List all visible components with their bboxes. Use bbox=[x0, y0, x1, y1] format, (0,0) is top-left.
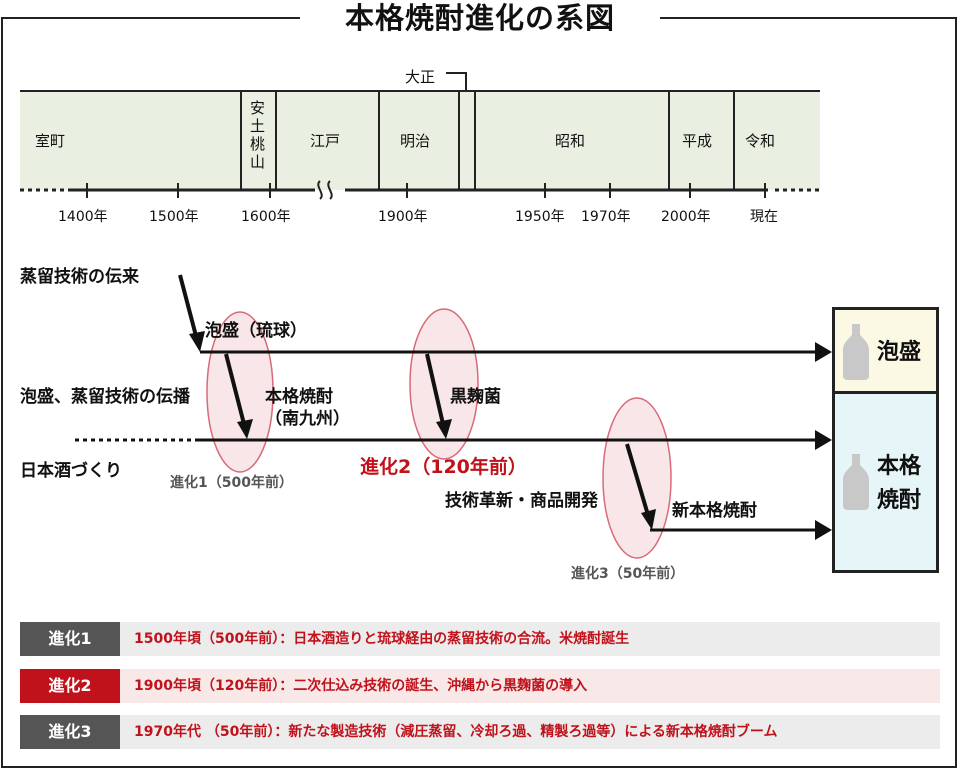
evolution-3-arrow bbox=[625, 443, 650, 516]
tick-label: 現在 bbox=[750, 209, 778, 225]
legend-badge: 進化3 bbox=[20, 715, 120, 749]
era-label-muromachi: 室町 bbox=[35, 132, 66, 150]
evolution-2-arrow bbox=[425, 353, 445, 425]
era-band-heisei bbox=[669, 92, 734, 190]
evolution-2-ellipse bbox=[409, 308, 479, 460]
era-divider bbox=[240, 90, 242, 190]
era-divider bbox=[458, 90, 460, 190]
label-tech-innovation: 技術革新・商品開発 bbox=[445, 491, 598, 511]
era-label-heisei: 平成 bbox=[682, 132, 713, 150]
honkaku-arrowhead bbox=[815, 430, 832, 450]
label-honkaku-2: （南九州） bbox=[265, 409, 350, 429]
tick-label: 1970年 bbox=[581, 209, 631, 225]
era-band-meiji bbox=[379, 92, 459, 190]
bottle-icon bbox=[843, 324, 869, 380]
honkaku-box-label-1: 本格 bbox=[877, 454, 922, 479]
era-band-edo bbox=[276, 92, 379, 190]
new-honkaku-arrowhead bbox=[815, 520, 832, 540]
era-divider bbox=[275, 90, 277, 190]
evolution-1-arrow bbox=[224, 353, 246, 425]
era-label-edo: 江戸 bbox=[310, 132, 341, 150]
label-awamori-spread: 泡盛、蒸留技術の伝播 bbox=[20, 387, 190, 407]
timeline-break-mark bbox=[317, 180, 323, 200]
awamori-arrowhead bbox=[815, 342, 832, 362]
era-band-azuchi bbox=[240, 92, 276, 190]
era-divider bbox=[378, 90, 380, 190]
era-label-azuchi-char: 土 bbox=[250, 117, 266, 135]
tick-label: 2000年 bbox=[661, 209, 711, 225]
tick-label: 1600年 bbox=[241, 209, 291, 225]
label-kurokoji: 黒麹菌 bbox=[450, 387, 501, 407]
tick-label: 1400年 bbox=[58, 209, 108, 225]
legend-row-evolution-1: 進化1 1500年頃（500年前）：日本酒造りと琉球経由の蒸留技術の合流。米焼酎… bbox=[20, 622, 940, 656]
awamori-box: 泡盛 bbox=[832, 307, 939, 394]
era-label-azuchi-char: 山 bbox=[250, 153, 266, 171]
honkaku-box: 本格 焼酎 bbox=[832, 391, 939, 573]
honkaku-box-label-2: 焼酎 bbox=[877, 488, 922, 513]
evolution-2-arrowhead bbox=[436, 419, 452, 439]
distill-intro-arrow bbox=[178, 274, 198, 337]
label-distill-intro: 蒸留技術の伝来 bbox=[20, 267, 139, 287]
label-new-honkaku: 新本格焼酎 bbox=[672, 501, 757, 521]
label-awamori-ryukyu: 泡盛（琉球） bbox=[205, 321, 307, 341]
legend-row-evolution-3: 進化3 1970年代 （50年前）：新たな製造技術（減圧蒸留、冷却ろ過、精製ろ過… bbox=[20, 715, 940, 749]
taisho-leader-line bbox=[446, 72, 467, 90]
era-band-taisho bbox=[459, 92, 475, 190]
legend-badge: 進化2 bbox=[20, 669, 120, 703]
era-label-reiwa: 令和 bbox=[745, 132, 776, 150]
label-evolution-3: 進化3（50年前） bbox=[571, 566, 685, 582]
legend-text: 1500年頃（500年前）：日本酒造りと琉球経由の蒸留技術の合流。米焼酎誕生 bbox=[120, 622, 940, 656]
era-band-showa bbox=[475, 92, 669, 190]
era-label-azuchi-char: 安 bbox=[250, 99, 266, 117]
era-label-meiji: 明治 bbox=[400, 132, 431, 150]
tick-label: 1950年 bbox=[515, 209, 565, 225]
page-title: 本格焼酎進化の系図 bbox=[300, 0, 660, 36]
legend-badge: 進化1 bbox=[20, 622, 120, 656]
awamori-box-label: 泡盛 bbox=[877, 340, 922, 365]
label-evolution-1: 進化1（500年前） bbox=[170, 475, 293, 491]
era-top-border bbox=[20, 90, 820, 92]
era-label-taisho: 大正 bbox=[405, 68, 436, 86]
tick-label: 1900年 bbox=[378, 209, 428, 225]
era-band-reiwa bbox=[734, 92, 820, 190]
label-honkaku-1: 本格焼酎 bbox=[265, 387, 333, 407]
era-label-showa: 昭和 bbox=[555, 132, 586, 150]
timeline-break-mark bbox=[327, 180, 333, 200]
legend-row-evolution-2: 進化2 1900年頃（120年前）：二次仕込み技術の誕生、沖縄から黒麹菌の導入 bbox=[20, 669, 940, 703]
legend-text: 1900年頃（120年前）：二次仕込み技術の誕生、沖縄から黒麹菌の導入 bbox=[120, 669, 940, 703]
era-divider bbox=[668, 90, 670, 190]
label-evolution-2: 進化2（120年前） bbox=[360, 456, 527, 478]
era-label-azuchi: 安 土 桃 山 bbox=[250, 99, 265, 171]
era-label-azuchi-char: 桃 bbox=[250, 135, 266, 153]
evolution-1-arrowhead bbox=[237, 419, 253, 439]
era-band-muromachi bbox=[20, 92, 240, 190]
era-divider bbox=[474, 90, 476, 190]
bottle-icon bbox=[843, 454, 869, 510]
era-divider bbox=[733, 90, 735, 190]
evolution-3-arrowhead bbox=[641, 509, 656, 530]
tick-label: 1500年 bbox=[149, 209, 199, 225]
legend-text: 1970年代 （50年前）：新たな製造技術（減圧蒸留、冷却ろ過、精製ろ過等）によ… bbox=[120, 715, 940, 749]
label-nihonshu: 日本酒づくり bbox=[20, 461, 122, 481]
distill-intro-arrowhead bbox=[189, 331, 205, 352]
